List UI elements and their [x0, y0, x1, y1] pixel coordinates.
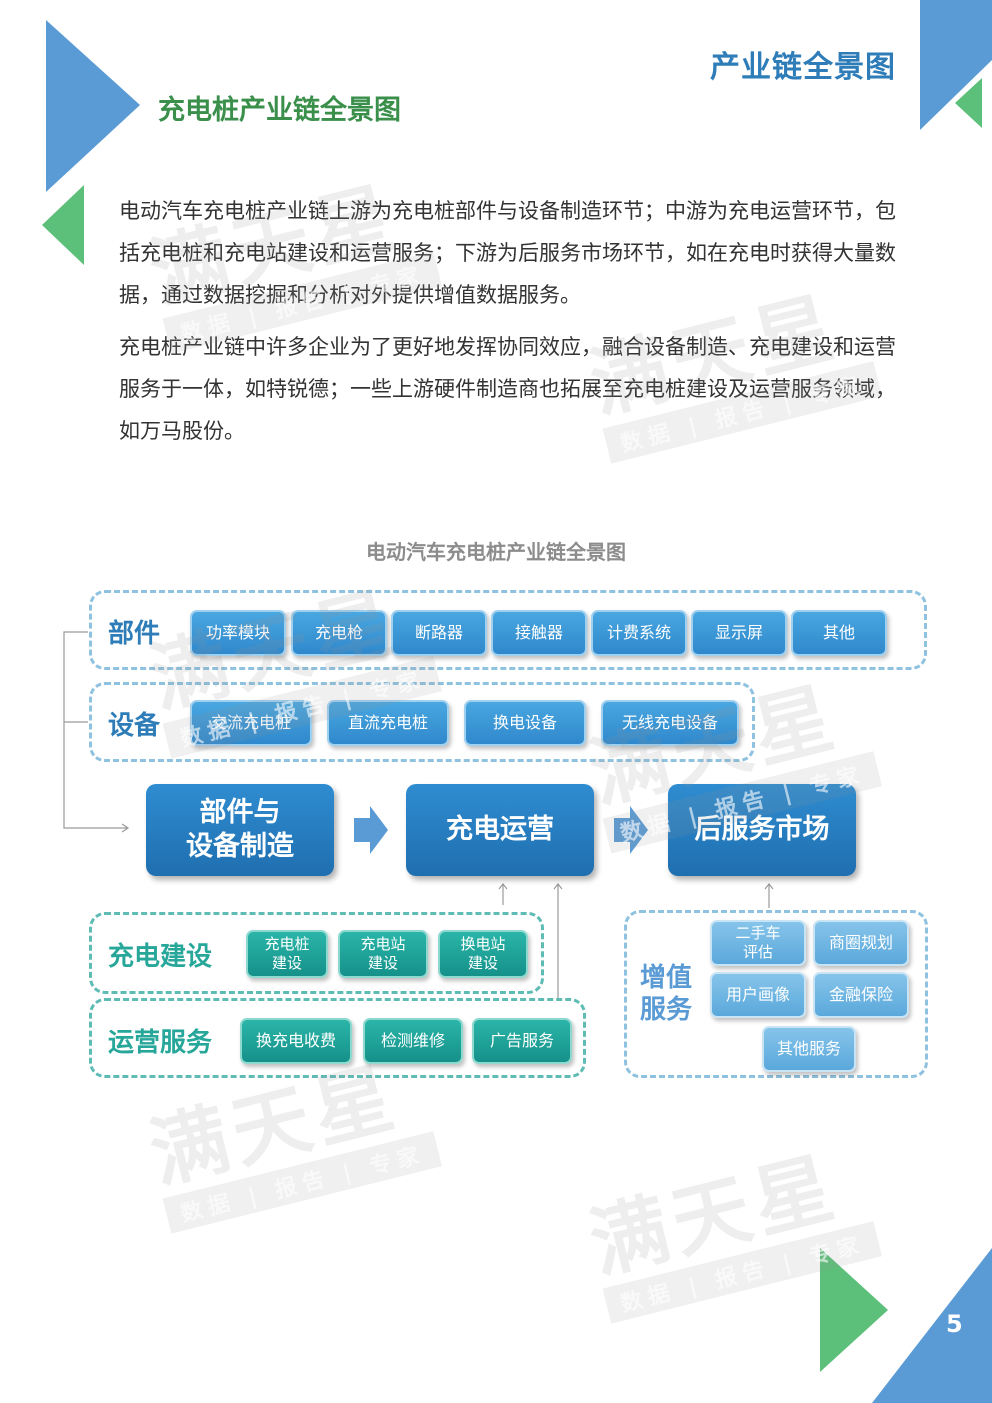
arrow-stage-1-to-2 — [354, 806, 388, 854]
part-item: 断路器 — [391, 610, 487, 656]
page-number: 5 — [946, 1310, 963, 1338]
bracket-arrowhead — [121, 823, 130, 833]
construction-label: 充电建设 — [108, 942, 213, 972]
equipment-group — [89, 682, 755, 762]
part-item: 充电枪 — [291, 610, 387, 656]
construction-group — [89, 912, 544, 994]
value-added-item: 商圈规划 — [813, 920, 909, 966]
construction-item: 充电桩 建设 — [246, 930, 328, 978]
arrow-stage-2-to-3 — [614, 806, 648, 854]
bottom-right-blue-triangle — [872, 1248, 992, 1403]
part-item: 计费系统 — [591, 610, 687, 656]
top-right-green-triangle — [955, 78, 982, 128]
value-added-item: 二手车 评估 — [710, 920, 806, 966]
value-added-label: 增值 服务 — [640, 963, 693, 1025]
operation-item: 检测维修 — [363, 1018, 463, 1064]
operation-group — [89, 998, 586, 1078]
top-left-blue-triangle — [46, 20, 140, 192]
equipment-item: 直流充电桩 — [327, 700, 449, 746]
diagram-title: 电动汽车充电桩产业链全景图 — [366, 540, 626, 564]
stage-aftermarket: 后服务市场 — [668, 784, 856, 876]
value-added-item: 其他服务 — [762, 1026, 856, 1072]
left-bracket-line — [63, 631, 128, 829]
part-item: 显示屏 — [691, 610, 787, 656]
value-added-item: 用户画像 — [710, 972, 806, 1018]
operation-item: 广告服务 — [472, 1018, 572, 1064]
parts-group — [89, 590, 927, 670]
equipment-item: 交流充电桩 — [190, 700, 312, 746]
equipment-item: 无线充电设备 — [601, 700, 739, 746]
value-added-group — [624, 910, 928, 1078]
equipment-item: 换电设备 — [464, 700, 586, 746]
equipment-label: 设备 — [108, 711, 161, 741]
operation-label: 运营服务 — [108, 1028, 213, 1058]
stage-operation: 充电运营 — [406, 784, 594, 876]
second-paragraph: 充电桩产业链中许多企业为了更好地发挥协同效应，融合设备制造、充电建设和运营服务于… — [119, 335, 896, 443]
section-title: 产业链全景图 — [710, 50, 896, 85]
part-item: 接触器 — [491, 610, 587, 656]
part-item: 功率模块 — [190, 610, 286, 656]
stage-manufacturing: 部件与 设备制造 — [146, 784, 334, 876]
top-left-green-triangle — [42, 185, 84, 265]
construction-item: 充电站 建设 — [338, 930, 428, 978]
intro-paragraph: 电动汽车充电桩产业链上游为充电桩部件与设备制造环节；中游为充电运营环节，包括充电… — [119, 199, 896, 307]
bottom-right-green-triangle — [820, 1248, 888, 1372]
page-title: 充电桩产业链全景图 — [158, 95, 401, 126]
operation-item: 换充电收费 — [240, 1018, 352, 1064]
parts-label: 部件 — [108, 619, 161, 649]
value-added-item: 金融保险 — [813, 972, 909, 1018]
part-item: 其他 — [791, 610, 887, 656]
construction-item: 换电站 建设 — [438, 930, 528, 978]
top-right-blue-shape — [920, 0, 992, 130]
